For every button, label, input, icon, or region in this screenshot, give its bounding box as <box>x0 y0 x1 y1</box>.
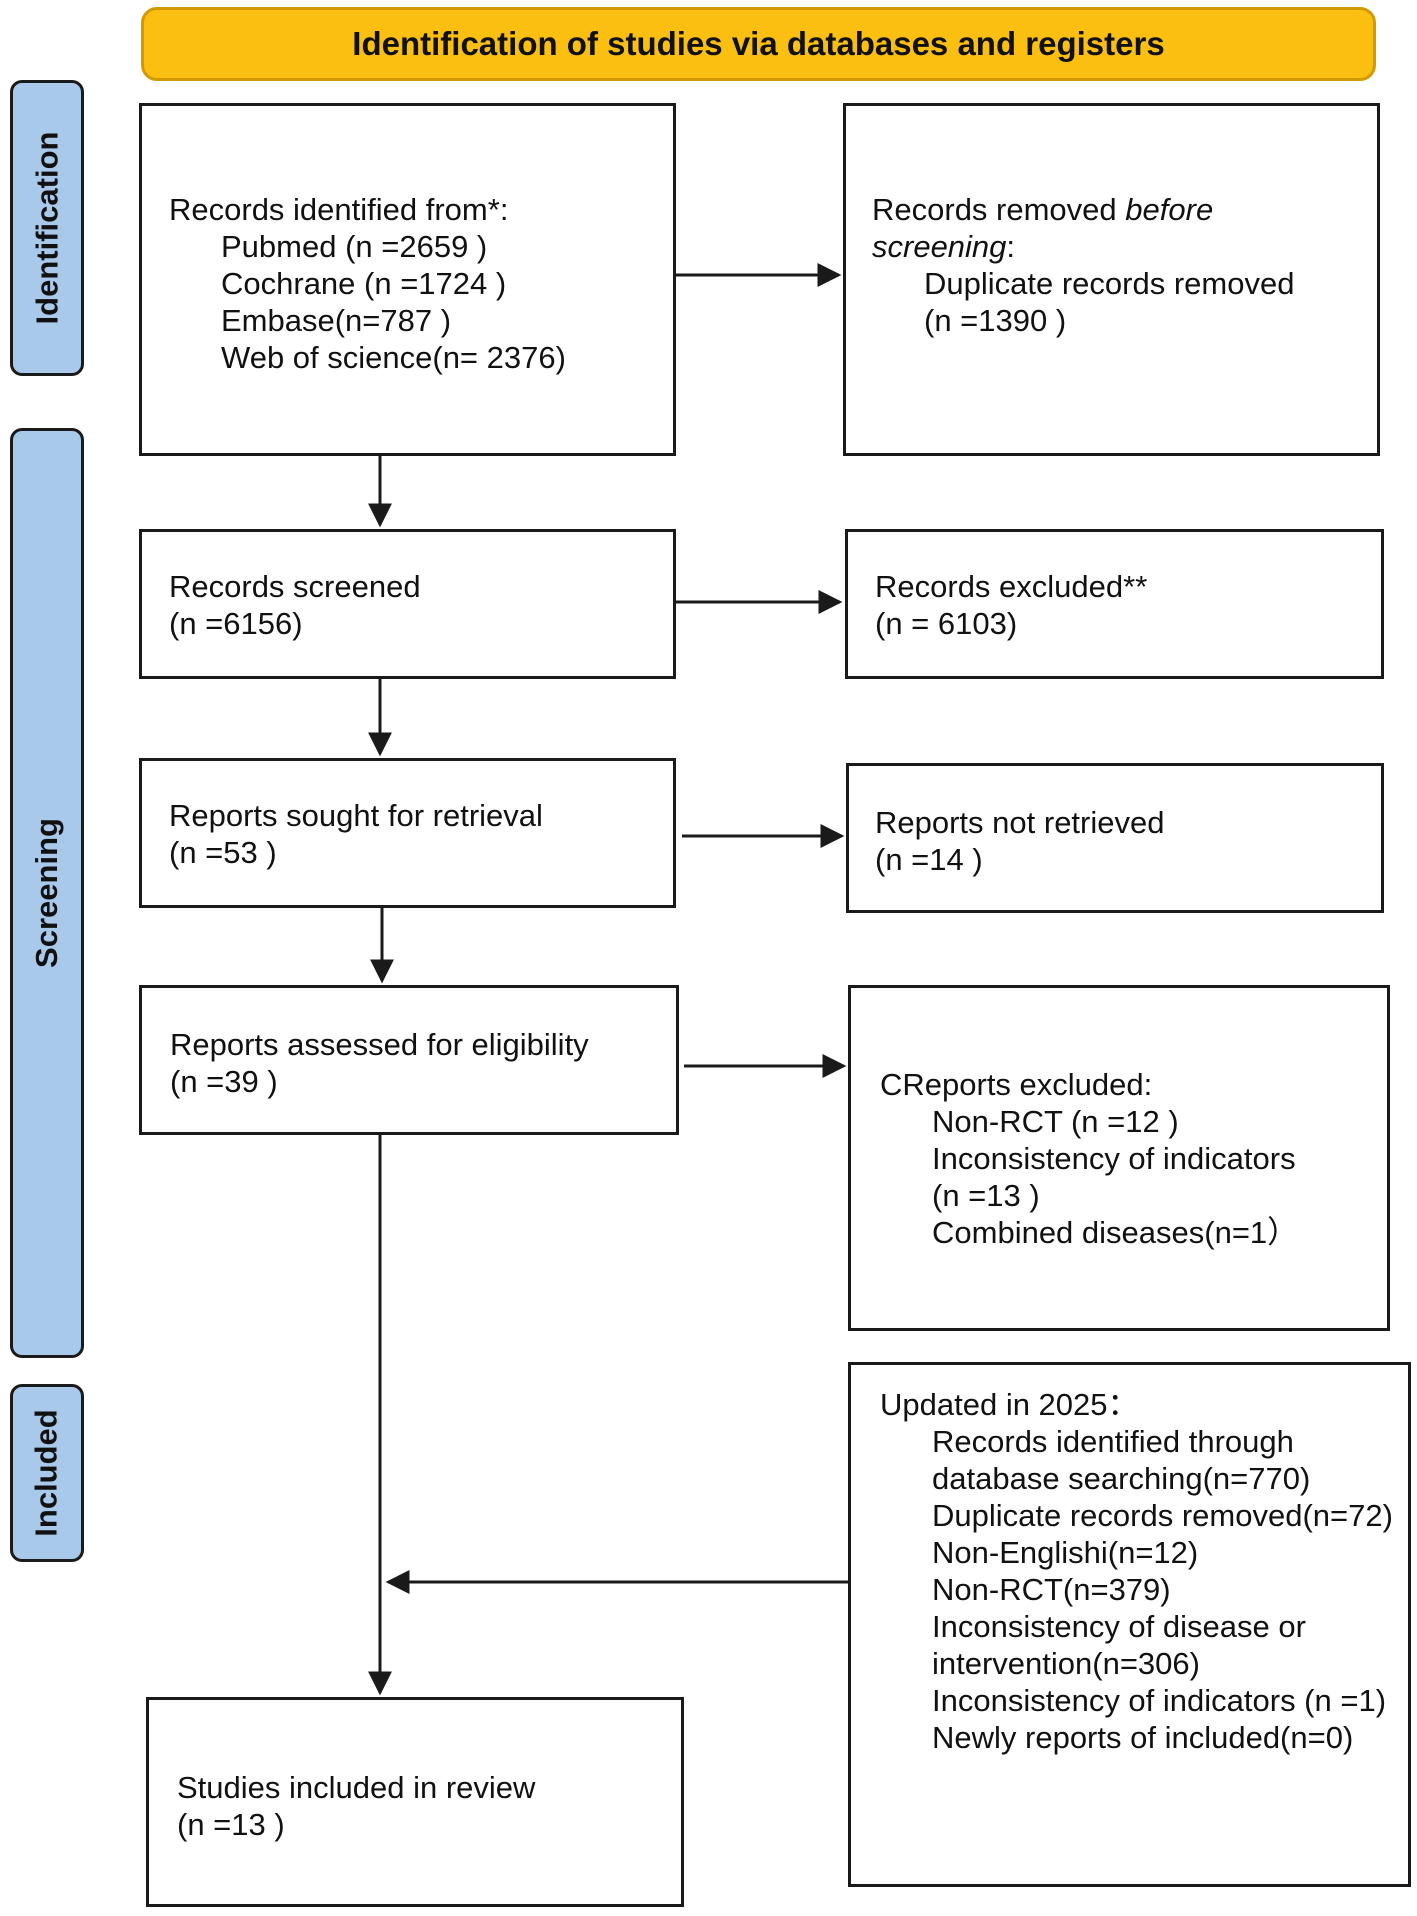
records-identified-title: Records identified from*: <box>169 192 509 227</box>
updated-item-newly-reports: Newly reports of included(n=0) <box>932 1720 1354 1755</box>
phase-identification: Identification <box>10 80 84 376</box>
studies-included-box: Studies included in review (n =13 ) <box>146 1697 684 1907</box>
records-screened-label: Records screened <box>169 569 421 604</box>
reports-assessed-box: Reports assessed for eligibility (n =39 … <box>139 985 679 1135</box>
reports-assessed-label: Reports assessed for eligibility <box>170 1027 589 1062</box>
duplicate-records-count: (n =1390 ) <box>924 303 1067 338</box>
duplicate-records-label: Duplicate records removed <box>924 266 1295 301</box>
updated-item-duplicates-removed: Duplicate records removed(n=72) <box>932 1498 1393 1533</box>
reports-excluded-box: CReports excluded: Non-RCT (n =12 ) Inco… <box>848 985 1390 1331</box>
updated-title: Updated in 2025： <box>880 1387 1139 1422</box>
records-removed-box: Records removed before screening: Duplic… <box>843 103 1380 456</box>
reports-not-retrieved-count: (n =14 ) <box>875 842 983 877</box>
records-removed-line2: screening: <box>872 229 1016 264</box>
source-web-of-science: Web of science(n= 2376) <box>221 340 566 375</box>
source-pubmed: Pubmed (n =2659 ) <box>221 229 488 264</box>
reports-excluded-title: CReports excluded: <box>880 1067 1153 1102</box>
source-embase: Embase(n=787 ) <box>221 303 452 338</box>
records-excluded-count: (n = 6103) <box>875 606 1018 641</box>
updated-item-inconsistency-indicators: Inconsistency of indicators (n =1) <box>932 1683 1387 1718</box>
reports-assessed-count: (n =39 ) <box>170 1064 278 1099</box>
studies-included-label: Studies included in review <box>177 1770 536 1805</box>
records-screened-count: (n =6156) <box>169 606 303 641</box>
updated-2025-box: Updated in 2025： Records identified thro… <box>848 1362 1411 1887</box>
excluded-combined-diseases: Combined diseases(n=1） <box>932 1215 1299 1250</box>
records-removed-line1: Records removed before <box>872 192 1214 227</box>
records-identified-box: Records identified from*: Pubmed (n =265… <box>139 103 676 456</box>
source-cochrane: Cochrane (n =1724 ) <box>221 266 507 301</box>
reports-sought-label: Reports sought for retrieval <box>169 798 543 833</box>
reports-not-retrieved-label: Reports not retrieved <box>875 805 1165 840</box>
phase-screening: Screening <box>10 428 84 1358</box>
excluded-inconsistency-count: (n =13 ) <box>932 1178 1040 1213</box>
updated-item-inconsistency-disease: Inconsistency of disease or intervention… <box>932 1609 1306 1681</box>
updated-item-non-english: Non-Englishi(n=12) <box>932 1535 1199 1570</box>
header-title: Identification of studies via databases … <box>352 25 1165 62</box>
updated-item-records-identified: Records identified through database sear… <box>932 1424 1311 1496</box>
records-screened-box: Records screened (n =6156) <box>139 529 676 679</box>
records-excluded-box: Records excluded** (n = 6103) <box>845 529 1384 679</box>
reports-sought-count: (n =53 ) <box>169 835 277 870</box>
studies-included-count: (n =13 ) <box>177 1807 285 1842</box>
updated-item-non-rct: Non-RCT(n=379) <box>932 1572 1171 1607</box>
excluded-non-rct: Non-RCT (n =12 ) <box>932 1104 1179 1139</box>
reports-sought-box: Reports sought for retrieval (n =53 ) <box>139 758 676 908</box>
phase-included: Included <box>10 1384 84 1562</box>
excluded-inconsistency-indicators: Inconsistency of indicators <box>932 1141 1296 1176</box>
records-excluded-label: Records excluded** <box>875 569 1148 604</box>
reports-not-retrieved-box: Reports not retrieved (n =14 ) <box>846 763 1384 913</box>
header-banner: Identification of studies via databases … <box>141 7 1376 81</box>
